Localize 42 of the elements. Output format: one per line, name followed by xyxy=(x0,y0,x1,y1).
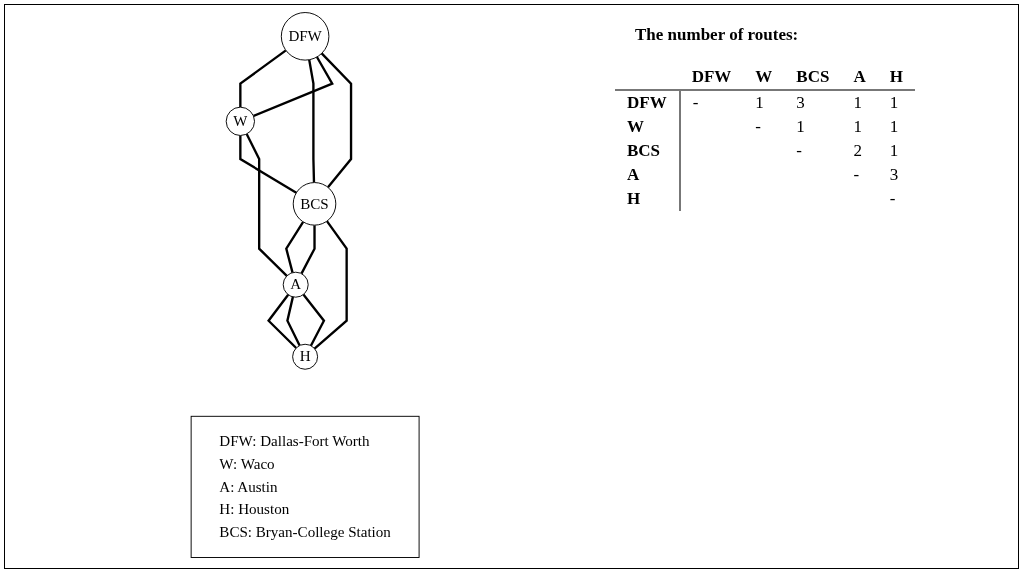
table-cell-text: 1 xyxy=(852,116,863,138)
table-title: The number of routes: xyxy=(635,25,800,45)
table-cell-text: 1 xyxy=(888,116,900,138)
header-cell: H xyxy=(877,65,915,90)
connector xyxy=(239,135,297,194)
connector xyxy=(245,133,288,277)
node-circle: H xyxy=(292,343,318,370)
table-cell: - xyxy=(679,90,744,115)
table-cell-text: 1 xyxy=(888,140,900,162)
header-cell: A xyxy=(615,163,680,187)
table-cell-text: 3 xyxy=(888,164,900,186)
table-cell: 1 xyxy=(743,90,785,115)
header-cell: DFW xyxy=(615,90,680,115)
header-cell: DFW xyxy=(679,65,744,90)
node-circle: A xyxy=(282,271,309,298)
header-cell: H xyxy=(615,187,680,211)
header-cell: BCS xyxy=(615,139,680,163)
table-cell-text: - xyxy=(795,140,803,162)
connector xyxy=(307,59,316,183)
table-cell-text: 1 xyxy=(795,116,806,138)
connector xyxy=(320,52,353,189)
table-cell-text: - xyxy=(852,164,861,186)
table-cell: 1 xyxy=(877,90,915,115)
table-cell: 1 xyxy=(841,90,878,115)
table-cell: 3 xyxy=(784,90,842,115)
header-cell: W xyxy=(743,65,785,90)
connector xyxy=(300,225,316,275)
header-cell: A xyxy=(841,65,878,90)
connector xyxy=(252,56,334,118)
connector xyxy=(284,221,305,273)
header-cell: W xyxy=(615,115,680,139)
connector xyxy=(239,49,287,108)
node-circle: DFW xyxy=(280,12,330,61)
node-box: DFW: Dallas-Fort Worth W: Waco A: Austin H: Houston BCS: Bryan-College Station xyxy=(190,415,420,558)
table-cell-text: - xyxy=(888,188,897,210)
connector xyxy=(313,220,348,350)
table-cell-text: 2 xyxy=(852,140,863,162)
node-circle: BCS xyxy=(292,182,337,226)
connector xyxy=(286,296,301,347)
header-cell: BCS xyxy=(784,65,842,90)
table-cell-text: - xyxy=(754,116,762,138)
node-circle: W xyxy=(225,106,255,136)
